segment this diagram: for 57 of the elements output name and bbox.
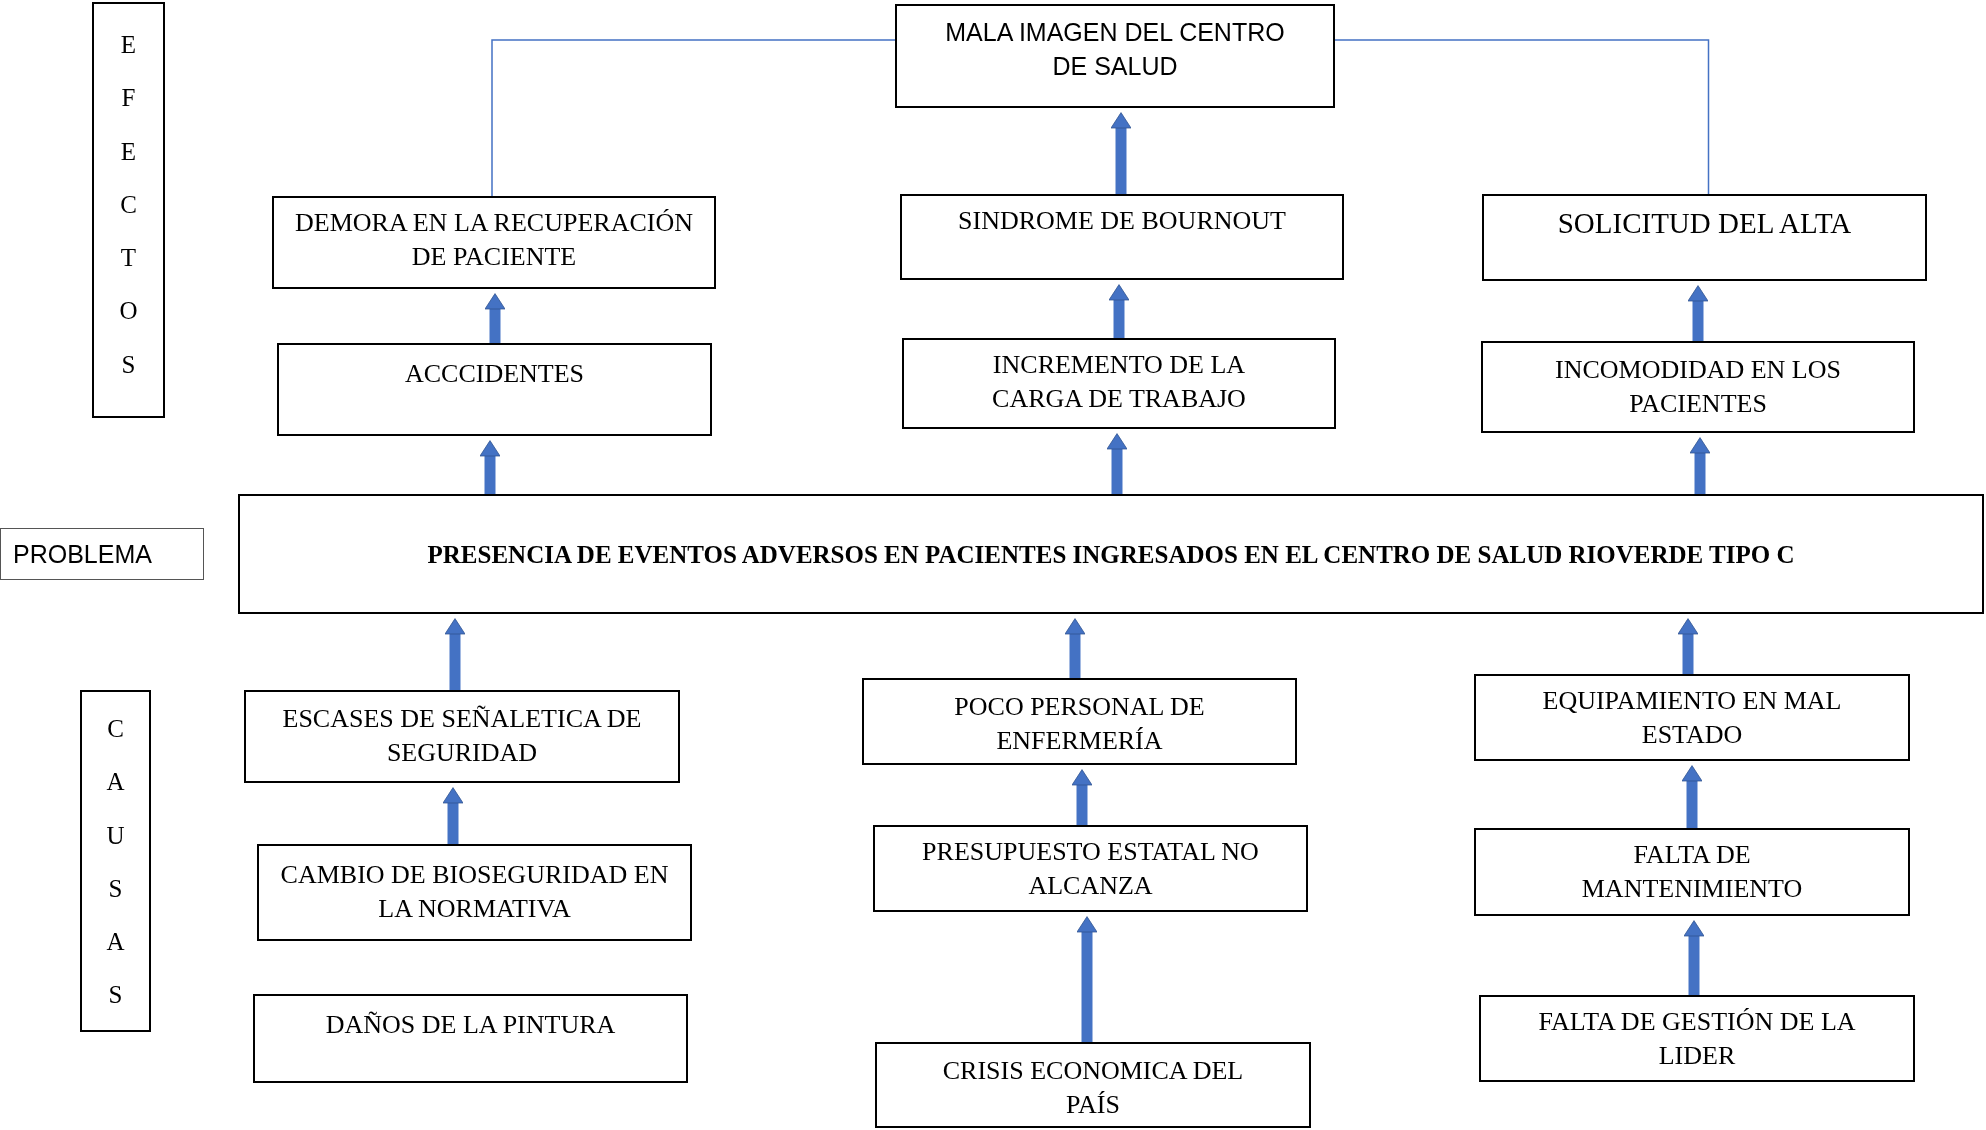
- box-text: PROBLEMA: [13, 538, 152, 570]
- block-arrow: [444, 618, 466, 690]
- box-text: SOLICITUD DEL ALTA: [1557, 206, 1852, 241]
- process-box: [875, 1042, 1311, 1128]
- text-box: [895, 4, 1335, 108]
- process-box: [1474, 674, 1910, 761]
- label-box: [92, 2, 165, 418]
- box-text: FALTA DE MANTENIMIENTO: [1580, 839, 1804, 906]
- box-text: CAMBIO DE BIOSEGURIDAD EN LA NORMATIVA: [279, 859, 670, 926]
- text-box: [0, 528, 204, 580]
- box-text: SINDROME DE BOURNOUT: [958, 205, 1286, 237]
- box-text: FALTA DE GESTIÓN DE LA LIDER: [1537, 1006, 1857, 1073]
- process-box: [277, 343, 712, 436]
- box-text: MALA IMAGEN DEL CENTRO DE SALUD: [944, 17, 1286, 82]
- process-box: [1481, 341, 1915, 433]
- block-arrow: [1681, 765, 1703, 828]
- process-box: [902, 338, 1336, 429]
- process-box: [873, 825, 1308, 912]
- block-arrow: [1110, 112, 1132, 194]
- block-arrow: [1064, 618, 1086, 678]
- block-arrow: [1683, 920, 1705, 995]
- block-arrow: [1076, 916, 1098, 1042]
- connector-line: [491, 39, 896, 197]
- process-box: [244, 690, 680, 783]
- vertical-label: EFECTOS: [118, 30, 139, 380]
- box-text: POCO PERSONAL DE ENFERMERÍA: [953, 691, 1206, 758]
- block-arrow: [1108, 284, 1130, 338]
- block-arrow: [1687, 285, 1709, 341]
- process-box: [1479, 995, 1915, 1082]
- vertical-label: CAUSAS: [105, 714, 126, 1011]
- block-arrow: [442, 787, 464, 844]
- block-arrow: [479, 440, 501, 494]
- box-text: ACCCIDENTES: [404, 358, 585, 390]
- box-text: EQUIPAMIENTO EN MAL ESTADO: [1541, 685, 1843, 752]
- process-box: [1482, 194, 1927, 281]
- block-arrow: [1106, 433, 1128, 494]
- process-box: [1474, 828, 1910, 916]
- process-box: [862, 678, 1297, 765]
- block-arrow: [1677, 618, 1699, 674]
- process-box: [257, 844, 692, 941]
- block-arrow: [484, 293, 506, 343]
- box-text: INCOMODIDAD EN LOS PACIENTES: [1554, 354, 1842, 421]
- process-box: [253, 994, 688, 1083]
- block-arrow: [1689, 437, 1711, 494]
- block-arrow: [1071, 769, 1093, 825]
- box-text: PRESUPUESTO ESTATAL NO ALCANZA: [921, 836, 1260, 903]
- process-box: [900, 194, 1344, 280]
- box-text: DAÑOS DE LA PINTURA: [325, 1009, 616, 1041]
- box-text: ESCASES DE SEÑALETICA DE SEGURIDAD: [281, 703, 643, 770]
- process-box: [272, 196, 716, 289]
- box-text: INCREMENTO DE LA CARGA DE TRABAJO: [991, 349, 1247, 416]
- box-text: PRESENCIA DE EVENTOS ADVERSOS EN PACIENTES INGRESADOS EN EL CENTRO DE SALUD RIOVERDE TIPO C: [427, 539, 1795, 570]
- box-text: DEMORA EN LA RECUPERACIÓN DE PACIENTE: [294, 207, 694, 274]
- problem-box: [238, 494, 1984, 614]
- box-text: CRISIS ECONOMICA DEL PAÍS: [941, 1055, 1245, 1122]
- connector-line: [1334, 39, 1710, 195]
- label-box: [80, 690, 151, 1032]
